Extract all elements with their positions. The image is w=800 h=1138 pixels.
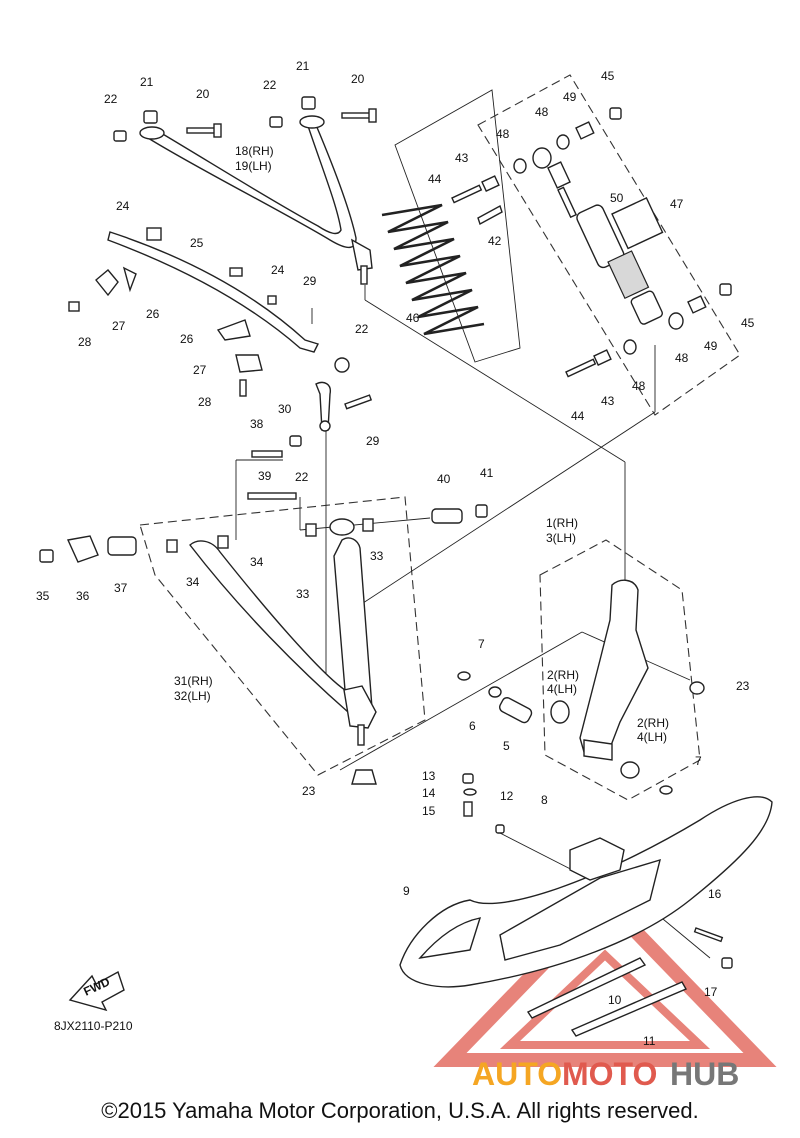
callout: 22: [263, 78, 277, 92]
callout: 6: [469, 719, 476, 733]
callout: 50: [610, 191, 624, 205]
callout: 44: [571, 409, 585, 423]
callout: 49: [704, 339, 718, 353]
callout: 2(RH): [637, 716, 669, 730]
spindle-group-outline: [539, 539, 701, 801]
spring-group-outline: [394, 89, 521, 363]
callout: 3(LH): [546, 531, 576, 545]
stabilizer-bar: [68, 227, 373, 447]
callout: 23: [302, 784, 316, 798]
callout: 8: [541, 793, 548, 807]
watermark-auto: AUTO: [472, 1056, 562, 1092]
callout: 42: [488, 234, 502, 248]
callout: 37: [114, 581, 128, 595]
callout: 40: [437, 472, 451, 486]
callout: 28: [198, 395, 212, 409]
diagram-ref-code: 8JX2110-P210: [54, 1019, 133, 1033]
callout: 46: [406, 311, 420, 325]
callout: 43: [455, 151, 469, 165]
callout: 48: [675, 351, 689, 365]
callout: 24: [116, 199, 130, 213]
callout: 45: [601, 69, 615, 83]
watermark-moto: MOTO: [562, 1056, 657, 1092]
callout: 2(RH): [547, 668, 579, 682]
fwd-arrow-icon: FWD: [68, 970, 125, 1012]
callout: 36: [76, 589, 90, 603]
ski: [399, 773, 773, 1037]
callout: 1(RH): [546, 516, 578, 530]
callout: 49: [563, 90, 577, 104]
callout: 13: [422, 769, 436, 783]
callout: 48: [535, 105, 549, 119]
shock-group-outline: [477, 74, 741, 416]
callout: 21: [296, 59, 310, 73]
callout: 26: [180, 332, 194, 346]
callout: 31(RH): [174, 674, 213, 688]
callout: 10: [608, 993, 622, 1007]
shock-absorber: [451, 107, 732, 378]
callout: 33: [296, 587, 310, 601]
callout: 16: [708, 887, 722, 901]
callout: 20: [196, 87, 210, 101]
callout: 44: [428, 172, 442, 186]
callout: 14: [422, 786, 436, 800]
callout: 27: [112, 319, 126, 333]
callout: 12: [500, 789, 514, 803]
coil-spring: [381, 203, 485, 336]
callout: 29: [303, 274, 317, 288]
callout: 23: [736, 679, 750, 693]
copyright-notice: ©2015 Yamaha Motor Corporation, U.S.A. A…: [101, 1098, 699, 1123]
callout: 41: [480, 466, 494, 480]
callout: 39: [258, 469, 272, 483]
callout: 24: [271, 263, 285, 277]
upper-arm-hardware: [113, 96, 377, 142]
callout: 32(LH): [174, 689, 211, 703]
callout: 19(LH): [235, 159, 272, 173]
callout: 28: [78, 335, 92, 349]
lower-a-arm: [39, 450, 488, 785]
callout: 7: [478, 637, 485, 651]
spindle: [457, 579, 705, 795]
callout: 30: [278, 402, 292, 416]
callout: 26: [146, 307, 160, 321]
callout: 27: [193, 363, 207, 377]
callout: 22: [355, 322, 369, 336]
callout: 48: [496, 127, 510, 141]
callout: 43: [601, 394, 615, 408]
callout: 29: [366, 434, 380, 448]
callout: 21: [140, 75, 154, 89]
callout: 34: [186, 575, 200, 589]
callout: 4(LH): [637, 730, 667, 744]
callout: 7: [695, 754, 702, 768]
callout: 33: [370, 549, 384, 563]
callout: 47: [670, 197, 684, 211]
callout: 18(RH): [235, 144, 274, 158]
callout: 5: [503, 739, 510, 753]
watermark-text: AUTO MOTO HUB: [472, 1056, 739, 1092]
callout: 45: [741, 316, 755, 330]
callout: 9: [403, 884, 410, 898]
callout: 35: [36, 589, 50, 603]
callout: 11: [643, 1034, 656, 1048]
callout: 4(LH): [547, 682, 577, 696]
callout: 38: [250, 417, 264, 431]
upper-a-arm: [139, 115, 373, 285]
watermark-hub: HUB: [670, 1056, 739, 1092]
callout: 17: [704, 985, 718, 999]
callout: 48: [632, 379, 646, 393]
callout: 20: [351, 72, 365, 86]
callout: 25: [190, 236, 204, 250]
lower-arm-group-outline: [139, 496, 426, 776]
callout-labels: 21 20 22 21 20 22 18(RH) 19(LH) 24 25 24…: [36, 59, 755, 1048]
callout: 34: [250, 555, 264, 569]
callout: 15: [422, 804, 436, 818]
callout: 22: [104, 92, 118, 106]
callout: 22: [295, 470, 309, 484]
